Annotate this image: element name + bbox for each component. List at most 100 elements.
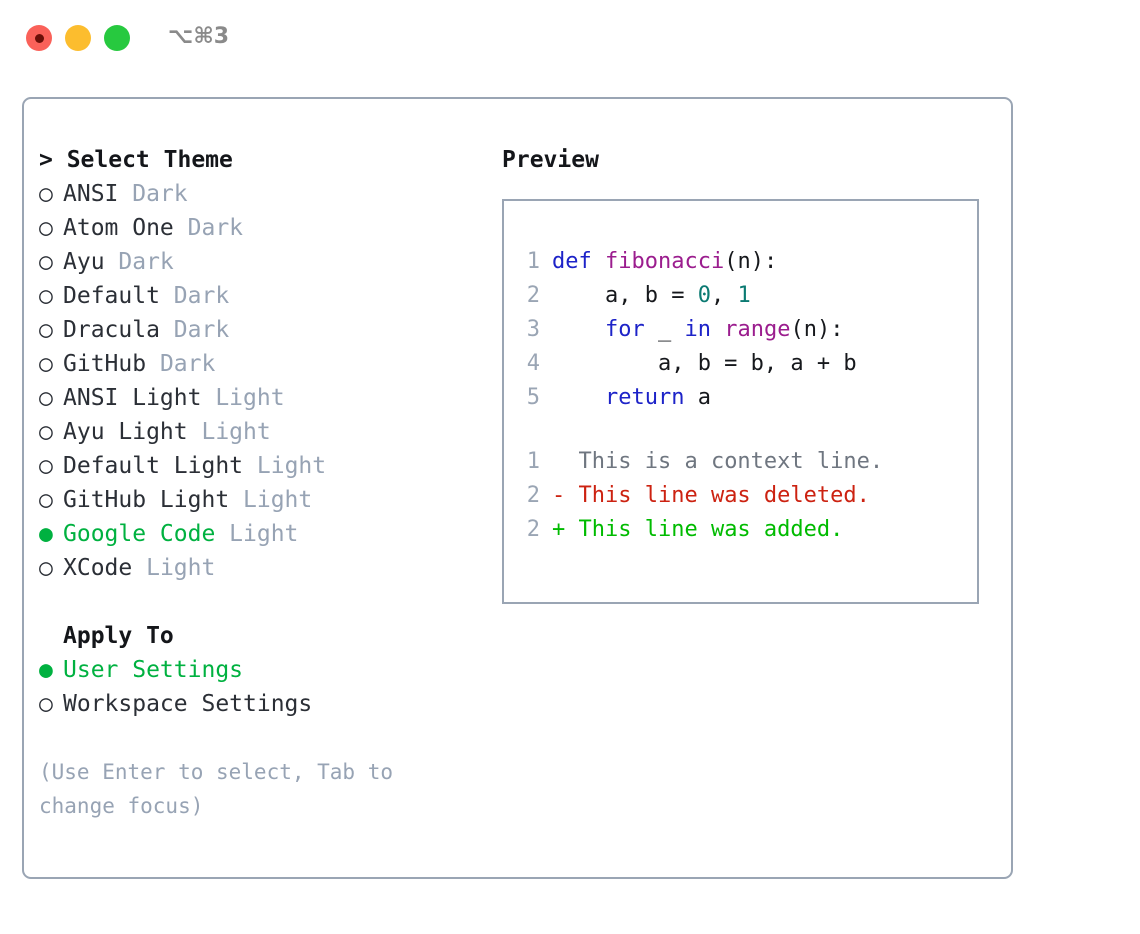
code-token: (n): — [724, 249, 778, 274]
theme-variant-badge: Dark — [132, 181, 188, 207]
code-token: return — [604, 385, 685, 410]
theme-option-label: ANSI Light — [63, 385, 216, 411]
theme-option-ayu[interactable]: ○ Ayu Dark — [39, 245, 469, 279]
apply-to-option-list: ●User Settings○Workspace Settings — [39, 653, 469, 721]
theme-option-google-code[interactable]: ● Google Code Light — [39, 517, 469, 551]
code-token — [711, 317, 724, 342]
code-token: 1 — [737, 283, 751, 308]
window-title-bar: ⌥⌘3 — [0, 0, 1140, 78]
radio-unselected-icon: ○ — [39, 691, 53, 717]
radio-unselected-icon: ○ — [39, 317, 53, 343]
apply-to-option-workspace-settings[interactable]: ○Workspace Settings — [39, 687, 469, 721]
code-line: 1 def fibonacci(n): — [514, 245, 883, 279]
theme-option-label: GitHub — [63, 351, 160, 377]
theme-option-default-light[interactable]: ○Default Light Light — [39, 449, 469, 483]
theme-option-label: Default Light — [63, 453, 257, 479]
theme-option-label: GitHub Light — [63, 487, 244, 513]
code-line-number: 2 — [526, 283, 540, 308]
theme-option-github-light[interactable]: ○ GitHub Light Light — [39, 483, 469, 517]
keyboard-shortcut-label: ⌥⌘3 — [168, 24, 230, 49]
main-panel: > Select Theme ○ANSI Dark○Atom One Dark○… — [22, 97, 1013, 879]
theme-option-ayu-light[interactable]: ○Ayu Light Light — [39, 415, 469, 449]
minimize-window-button[interactable] — [65, 25, 91, 51]
diff-line-text: This line was added. — [565, 517, 844, 542]
code-line: 4 a, b = b, a + b — [514, 347, 883, 381]
radio-unselected-icon: ○ — [39, 215, 53, 241]
theme-option-default[interactable]: ○Default Dark — [39, 279, 469, 313]
theme-option-ansi-light[interactable]: ○ANSI Light Light — [39, 381, 469, 415]
close-window-button[interactable] — [26, 25, 52, 51]
recording-indicator-icon — [34, 33, 44, 43]
theme-option-dracula[interactable]: ○ Dracula Dark — [39, 313, 469, 347]
diff-line-text: This line was deleted. — [565, 483, 870, 508]
code-token: a, b = — [552, 283, 698, 308]
radio-unselected-icon: ○ — [39, 555, 53, 581]
code-token: a — [684, 385, 711, 410]
code-token: a, b = b, a + b — [552, 351, 857, 376]
radio-unselected-icon: ○ — [39, 181, 53, 207]
diff-line-number: 1 — [526, 449, 540, 474]
theme-variant-badge: Dark — [118, 249, 174, 275]
theme-option-ansi[interactable]: ○ ANSI Dark — [39, 177, 469, 211]
theme-selector-column: > Select Theme ○ANSI Dark○Atom One Dark○… — [39, 143, 469, 823]
apply-to-header: Apply To — [63, 623, 174, 649]
radio-unselected-icon: ○ — [39, 283, 53, 309]
theme-option-label: XCode — [63, 555, 147, 581]
maximize-window-button[interactable] — [104, 25, 130, 51]
theme-option-label: Ayu Light — [63, 419, 202, 445]
code-token: , — [710, 283, 738, 308]
code-line: 2 a, b = 0, 1 — [514, 279, 883, 313]
radio-unselected-icon: ○ — [39, 351, 53, 377]
theme-option-label: Google Code — [63, 521, 230, 547]
theme-variant-badge: Dark — [173, 317, 230, 343]
apply-to-option-label: User Settings — [63, 657, 244, 683]
preview-header: Preview — [502, 147, 599, 173]
theme-variant-badge: Light — [229, 521, 299, 547]
code-token: for — [604, 317, 645, 342]
diff-line-ctx: 1 This is a context line. — [514, 445, 883, 479]
theme-option-github[interactable]: ○ GitHub Dark — [39, 347, 469, 381]
diff-marker — [552, 449, 565, 474]
code-token: def — [552, 249, 605, 274]
code-token: fibonacci — [604, 249, 725, 274]
theme-option-atom-one[interactable]: ○ Atom One Dark — [39, 211, 469, 245]
theme-option-label: Default — [63, 283, 174, 309]
radio-unselected-icon: ○ — [39, 385, 53, 411]
code-token — [552, 385, 605, 410]
radio-unselected-icon: ○ — [39, 453, 53, 479]
theme-variant-badge: Light — [201, 419, 271, 445]
diff-marker: - — [552, 483, 566, 508]
radio-unselected-icon: ○ — [39, 249, 53, 275]
diff-marker: + — [552, 517, 566, 542]
theme-option-list: ○ ANSI Dark ○ Atom One Dark ○ Ayu Dark ○ Defaul… — [39, 177, 469, 585]
code-line-number: 3 — [526, 317, 540, 342]
radio-unselected-icon: ○ — [39, 487, 53, 513]
code-line-number: 1 — [526, 249, 540, 274]
diff-line-number: 2 — [526, 483, 540, 508]
diff-line-number: 2 — [526, 517, 540, 542]
column-spacer — [39, 585, 469, 619]
theme-variant-badge: Light — [146, 555, 216, 581]
traffic-light-group — [26, 25, 130, 51]
select-theme-header: > Select Theme — [39, 147, 233, 173]
theme-variant-badge: Dark — [159, 351, 216, 377]
code-token: 0 — [697, 283, 711, 308]
hint-text: (Use Enter to select, Tab to change focu… — [39, 760, 394, 818]
theme-variant-badge: Dark — [187, 215, 244, 241]
code-token: range — [724, 317, 791, 342]
code-token — [552, 317, 605, 342]
radio-selected-icon: ● — [39, 521, 53, 547]
code-line-number: 5 — [526, 385, 540, 410]
theme-option-label: Atom One — [63, 215, 188, 241]
code-line: 3 for _ in range(n): — [514, 313, 883, 347]
theme-option-label: Ayu — [63, 249, 119, 275]
theme-variant-badge: Light — [243, 487, 313, 513]
apply-to-option-user-settings[interactable]: ●User Settings — [39, 653, 469, 687]
theme-option-label: ANSI — [63, 181, 133, 207]
code-line: 5 return a — [514, 381, 883, 415]
theme-option-label: Dracula — [63, 317, 174, 343]
theme-option-xcode[interactable]: ○ XCode Light — [39, 551, 469, 585]
code-line-number: 4 — [526, 351, 540, 376]
